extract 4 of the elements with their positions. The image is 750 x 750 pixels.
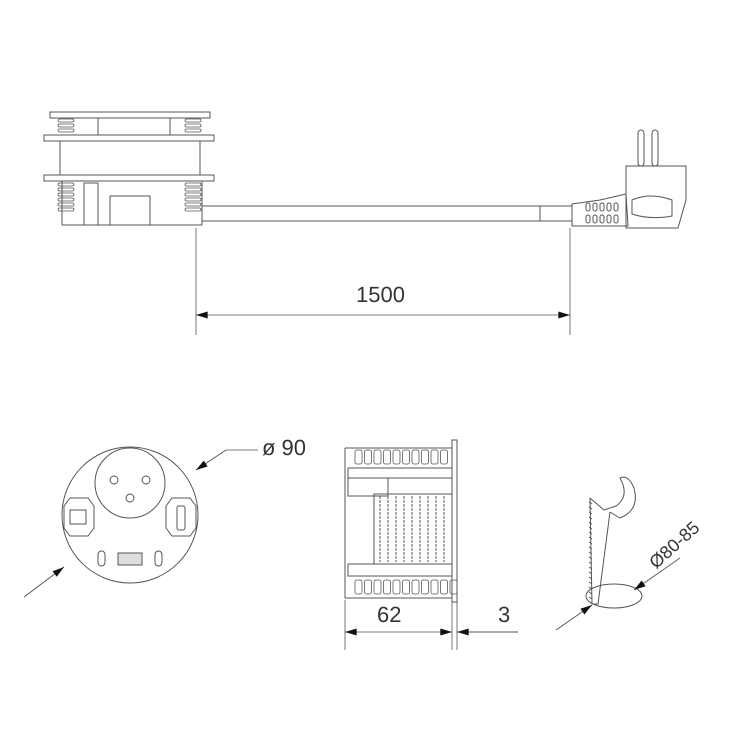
dimension-label: 3 [498,604,510,626]
dimension-label: ø 90 [262,437,306,459]
dimension-label: 62 [377,604,402,626]
dimension-label: 1500 [356,284,405,306]
